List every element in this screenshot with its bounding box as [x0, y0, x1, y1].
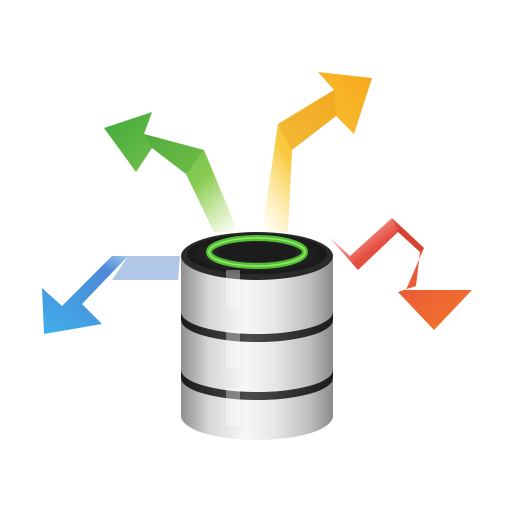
arrow-red-down-right-icon	[328, 218, 472, 330]
arrow-blue-down-left-icon	[42, 256, 180, 334]
database-cylinder-icon	[181, 232, 333, 440]
arrow-green-up-left-icon	[104, 112, 238, 232]
arrow-yellow-up-right-icon	[262, 72, 372, 232]
